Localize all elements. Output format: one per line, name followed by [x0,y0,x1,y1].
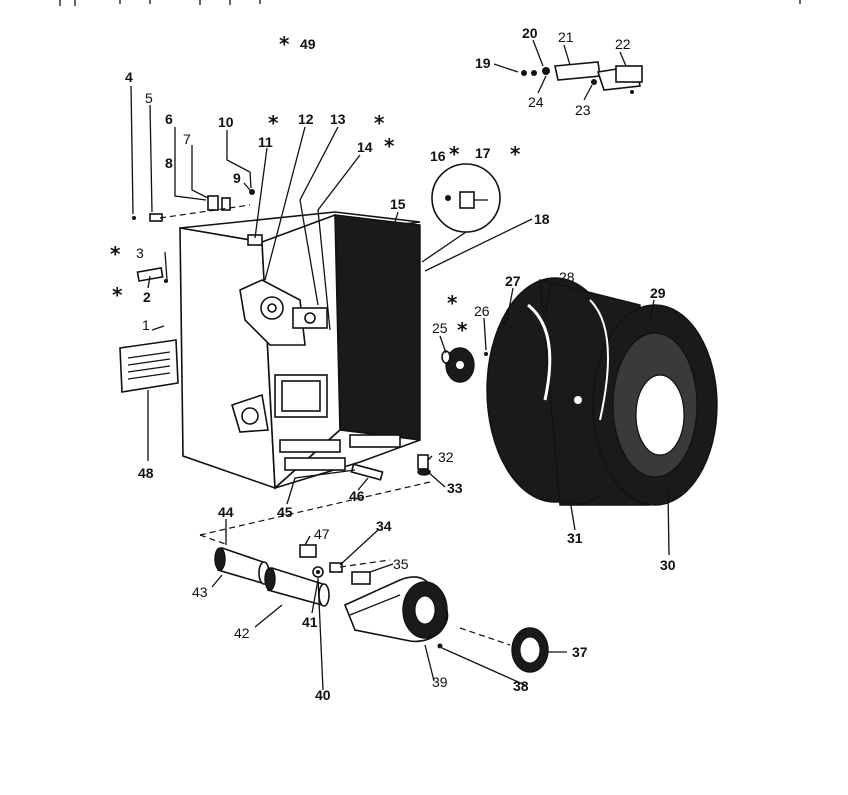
callout-45: 45 [277,504,293,520]
asterisk-25: * [447,291,458,315]
asterisk-3: * [110,242,121,266]
callout-33: 33 [447,480,463,496]
hinge-parts [136,267,168,283]
callout-38: 38 [513,678,529,694]
callout-14: 14 [357,139,373,155]
dryer-drum [486,277,718,506]
callout-10: 10 [218,114,234,130]
callout-16: 16 [430,148,446,164]
callout-37: 37 [572,644,588,660]
callout-20: 20 [522,25,538,41]
callout-7: 7 [183,131,191,147]
callout-47: 47 [314,526,330,542]
callout-31: 31 [567,530,583,546]
callout-30: 30 [660,557,676,573]
assembly-lines [199,481,511,646]
callout-23: 23 [575,102,591,118]
asterisk-2: * [112,283,123,307]
asterisk-12: * [268,111,279,135]
callout-4: 4 [125,69,133,85]
leader-lines [130,39,670,691]
callout-8: 8 [165,155,173,171]
callout-25: 25 [432,320,448,336]
exhaust-duct [214,546,330,607]
asterisk-13: * [374,111,385,135]
asterisk-49: * [279,32,290,56]
callout-34: 34 [376,518,392,534]
callout-6: 6 [165,111,173,127]
dryer-cabinet [179,211,421,490]
bracket-inset [421,163,501,263]
callout-11: 11 [258,134,273,150]
callout-15: 15 [390,196,406,212]
callout-48: 48 [138,465,154,481]
access-panel [119,339,179,393]
callout-12: 12 [298,111,314,127]
callout-35: 35 [393,556,409,572]
asterisk-26: * [457,318,468,342]
drum-bearing [441,321,507,383]
callout-49: 49 [300,36,316,52]
blower-housing [299,544,449,643]
callout-27: 27 [505,273,521,289]
callout-29: 29 [650,285,666,301]
callout-24: 24 [528,94,544,110]
switch-assembly [521,61,643,94]
callout-43: 43 [192,584,208,600]
asterisk-16: * [449,142,460,166]
top-edge-marks [59,0,801,6]
callout-39: 39 [432,674,448,690]
callout-32: 32 [438,449,454,465]
callout-41: 41 [302,614,318,630]
callout-21: 21 [558,29,574,45]
callout-26: 26 [474,303,490,319]
callout-13: 13 [330,111,346,127]
blower-wheel [437,627,549,673]
top-small-parts [132,189,255,222]
callout-46: 46 [349,488,365,504]
asterisk-marks: * * * * * * * * * * [110,32,521,342]
asterisk-17: * [510,142,521,166]
callout-40: 40 [315,687,331,703]
callout-9: 9 [233,170,241,186]
callout-labels: 4 5 6 7 8 9 10 11 12 13 14 15 16 17 18 1… [125,25,676,703]
asterisk-14: * [384,134,395,158]
callout-17: 17 [475,145,491,161]
callout-2: 2 [143,289,151,305]
callout-1: 1 [142,317,150,333]
callout-22: 22 [615,36,631,52]
callout-18: 18 [534,211,550,227]
callout-28: 28 [559,269,575,285]
leveling-feet [350,454,431,481]
callout-5: 5 [145,90,153,106]
callout-44: 44 [218,504,234,520]
callout-19: 19 [475,55,491,71]
callout-42: 42 [234,625,250,641]
callout-3: 3 [136,245,144,261]
